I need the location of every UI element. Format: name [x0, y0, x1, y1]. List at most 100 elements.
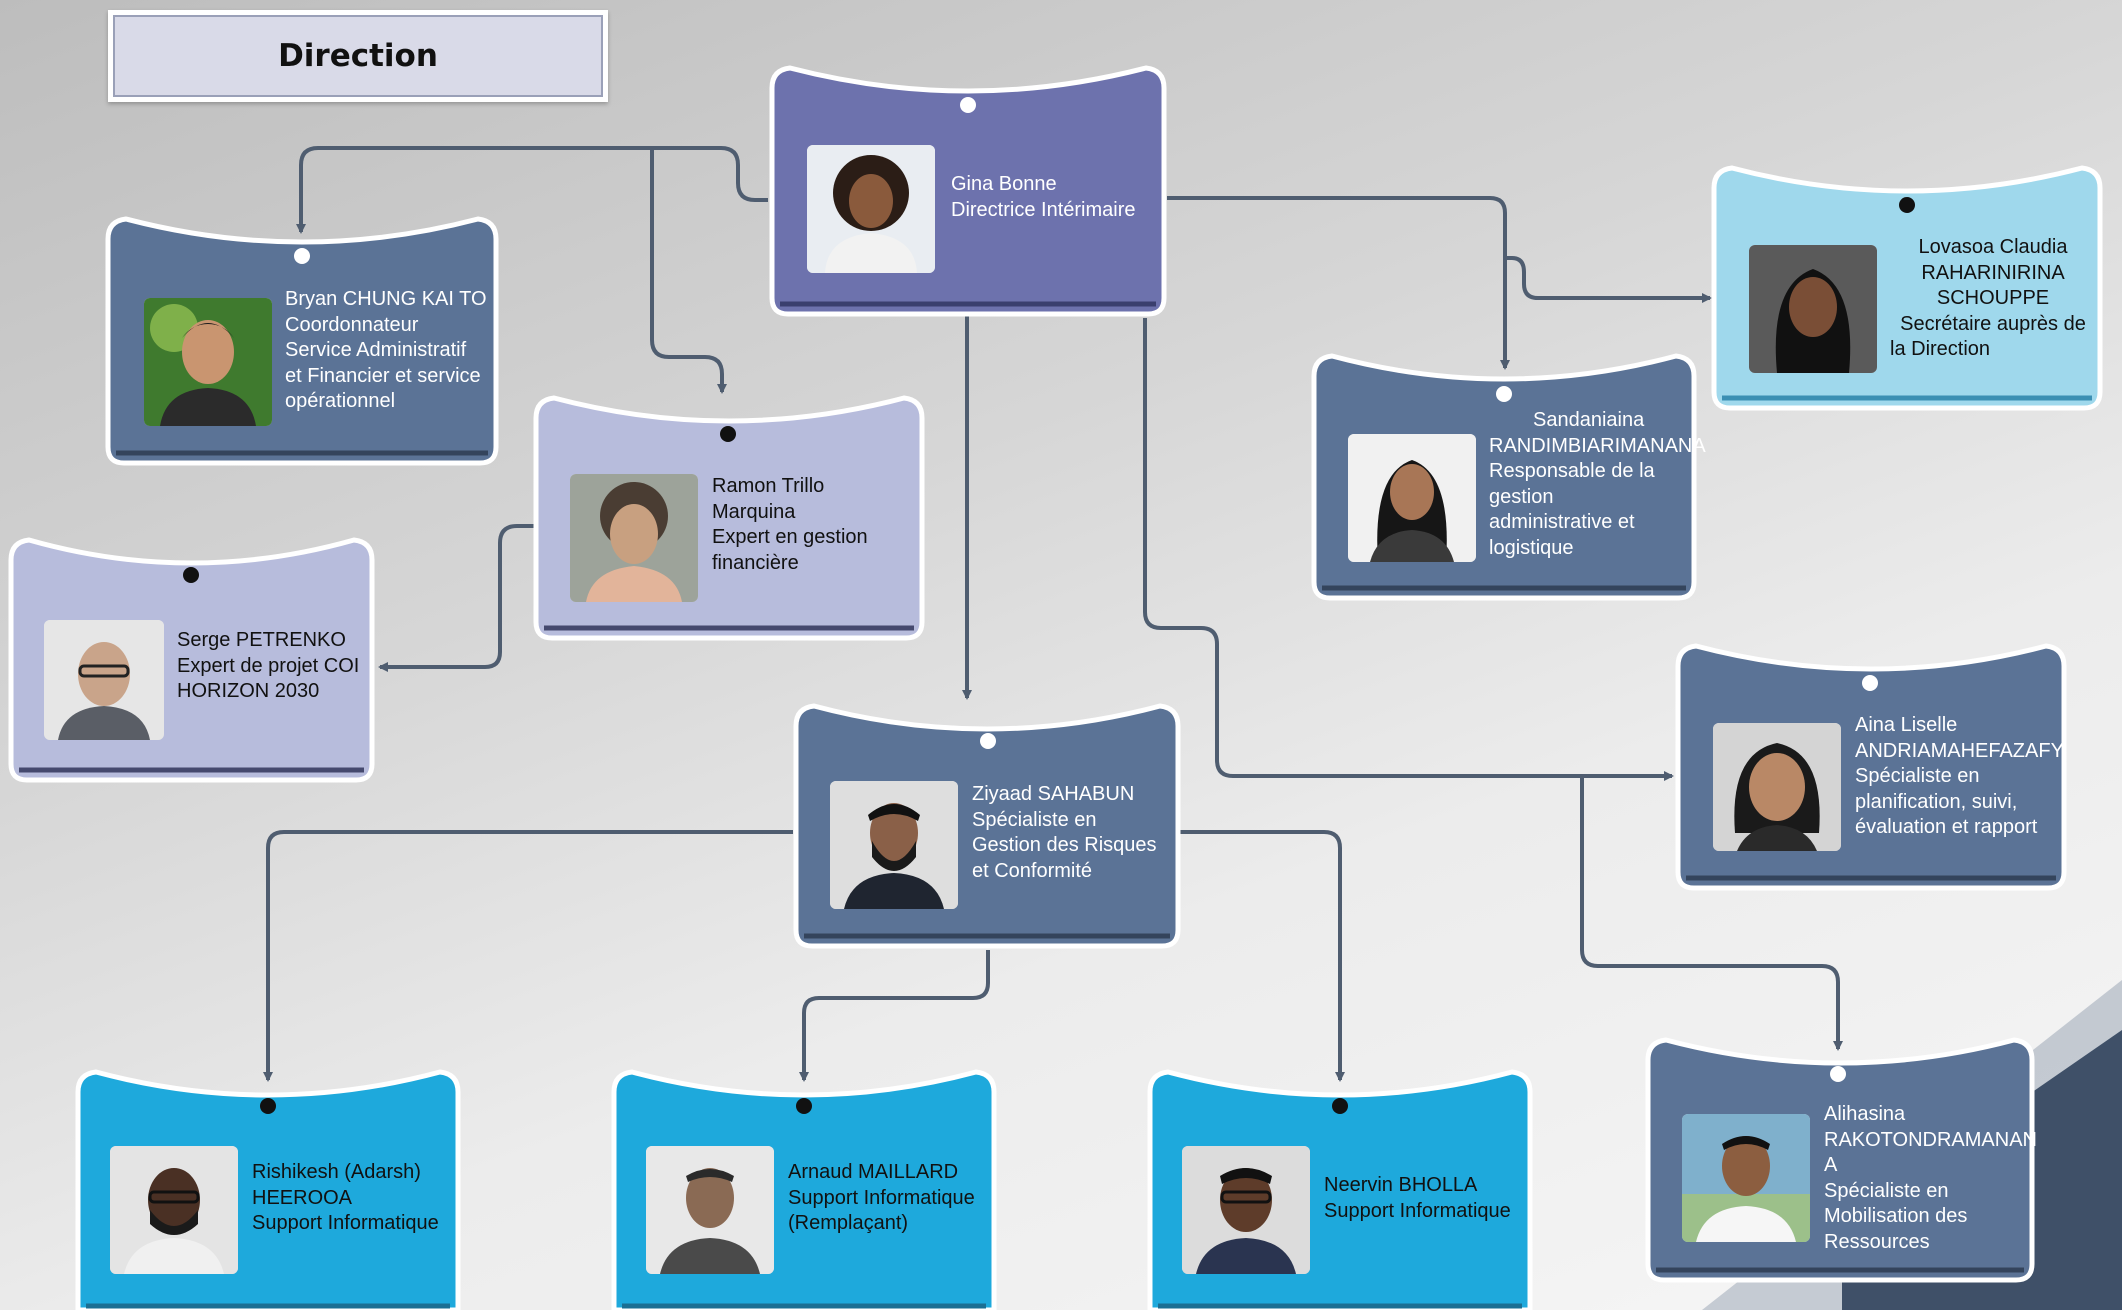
text-sandaniaina: Sandaniaina RANDIMBIARIMANANA Responsabl… — [1489, 408, 1706, 561]
photo-rishikesh-heerooa — [110, 1146, 238, 1274]
text-lovasoa-claudia: Lovasoa Claudia RAHARINIRINA SCHOUPPE Se… — [1890, 235, 2096, 363]
person-role-line: HEEROOA — [252, 1186, 353, 1209]
connector-dot — [1862, 675, 1878, 691]
text-neervin-bholla: Neervin BHOLLA Support Informatique — [1324, 1173, 1511, 1224]
person-role-line: Secrétaire auprès de — [1900, 312, 2086, 335]
person-role-line: et Conformité — [972, 859, 1093, 882]
person-name: Neervin BHOLLA — [1324, 1174, 1478, 1196]
connector-ziyaad-neervin — [1180, 830, 1345, 1082]
person-name: Lovasoa Claudia — [1918, 236, 2068, 258]
text-alihasina: Alihasina RAKOTONDRAMANAN A Spécialiste … — [1824, 1102, 2037, 1255]
person-role-line: SCHOUPPE — [1936, 287, 2050, 309]
photo-gina-bonne — [807, 145, 935, 273]
person-role-line: RANDIMBIARIMANANA — [1489, 434, 1706, 457]
connector-dot — [294, 248, 310, 264]
person-name: Sandaniaina — [1533, 409, 1645, 431]
person-role-line: Mobilisation des — [1824, 1205, 1968, 1227]
person-name: Alihasina — [1824, 1103, 1906, 1125]
text-ziyaad-sahabun: Ziyaad SAHABUN Spécialiste en Gestion de… — [972, 782, 1157, 884]
person-name: Arnaud MAILLARD — [788, 1161, 959, 1183]
person-role-line: Coordonnateur — [285, 313, 419, 336]
connector-dot — [720, 426, 736, 442]
photo-serge-petrenko — [44, 620, 164, 740]
connector-dot — [183, 567, 199, 583]
connector-dot — [1899, 197, 1915, 213]
photo-sandaniaina — [1348, 434, 1476, 562]
person-name: Rishikesh (Adarsh) — [252, 1161, 421, 1183]
card-alihasina[interactable]: Alihasina RAKOTONDRAMANAN A Spécialiste … — [1645, 1024, 2037, 1283]
card-lovasoa-claudia[interactable]: Lovasoa Claudia RAHARINIRINA SCHOUPPE Se… — [1711, 152, 2103, 411]
connector-dot — [260, 1098, 276, 1114]
person-role-line: ANDRIAMAHEFAZAFY — [1855, 739, 2064, 762]
person-role-line: et Financier et service — [285, 364, 481, 387]
text-rishikesh-heerooa: Rishikesh (Adarsh) HEEROOA Support Infor… — [252, 1160, 439, 1237]
person-name: Gina Bonne — [951, 173, 1057, 195]
card-sandaniaina[interactable]: Sandaniaina RANDIMBIARIMANANA Responsabl… — [1311, 340, 1706, 601]
person-name: Ziyaad SAHABUN — [972, 783, 1135, 805]
direction-title-box: Direction — [108, 10, 608, 102]
photo-alihasina — [1682, 1114, 1810, 1242]
person-role-line: Spécialiste en — [1824, 1179, 1949, 1202]
person-role-line: planification, suivi, — [1855, 790, 2018, 813]
card-arnaud-maillard[interactable]: Arnaud MAILLARD Support Informatique (Re… — [611, 1056, 997, 1310]
card-bryan-chung-kai-to[interactable]: Bryan CHUNG KAI TO Coordonnateur Service… — [105, 203, 499, 466]
person-role-line: Service Administratif — [285, 339, 467, 361]
person-role-line: évaluation et rapport — [1855, 816, 2038, 838]
person-role-line: Ressources — [1824, 1230, 1930, 1253]
person-role-line: gestion — [1489, 485, 1554, 508]
text-arnaud-maillard: Arnaud MAILLARD Support Informatique (Re… — [788, 1160, 975, 1237]
person-role-line: Spécialiste en — [1855, 765, 1980, 787]
card-serge-petrenko[interactable]: Serge PETRENKO Expert de projet COI HORI… — [8, 524, 375, 783]
connector-gina-lovasoa — [1505, 256, 1712, 303]
person-role-line: Spécialiste en — [972, 808, 1097, 831]
connector-dot — [1496, 386, 1512, 402]
person-role-line: RAHARINIRINA — [1921, 261, 2065, 284]
card-rishikesh-heerooa[interactable]: Rishikesh (Adarsh) HEEROOA Support Infor… — [75, 1056, 461, 1310]
card-neervin-bholla[interactable]: Neervin BHOLLA Support Informatique — [1147, 1056, 1533, 1310]
card-gina-bonne[interactable]: Gina Bonne Directrice Intérimaire — [769, 52, 1167, 317]
connector-ziyaad-rishikesh — [263, 830, 793, 1082]
person-role-line: Expert en gestion — [712, 526, 868, 548]
photo-aina-liselle — [1713, 723, 1841, 851]
person-role-line: Expert de projet COI — [177, 654, 360, 677]
connector-dot — [960, 97, 976, 113]
person-name: Bryan CHUNG KAI TO — [285, 288, 487, 310]
person-role-line: (Remplaçant) — [788, 1212, 909, 1234]
person-role-line: Responsable de la — [1489, 460, 1655, 482]
person-role-line: logistique — [1489, 536, 1574, 559]
card-aina-liselle[interactable]: Aina Liselle ANDRIAMAHEFAZAFY Spécialist… — [1675, 630, 2067, 891]
person-role-line: Marquina — [712, 500, 796, 523]
person-role-line: Gestion des Risques — [972, 834, 1157, 856]
connector-ramon-serge — [378, 524, 534, 672]
person-role-line: Support Informatique — [1324, 1199, 1511, 1222]
person-name: Serge PETRENKO — [177, 629, 346, 651]
card-ramon-trillo[interactable]: Ramon Trillo Marquina Expert en gestion … — [533, 382, 925, 641]
connector-dot — [1332, 1098, 1348, 1114]
text-bryan-chung-kai-to: Bryan CHUNG KAI TO Coordonnateur Service… — [285, 287, 487, 415]
photo-ramon-trillo — [570, 474, 698, 602]
photo-bryan-chung-kai-to — [144, 298, 272, 426]
person-role-line: Support Informatique — [252, 1212, 439, 1234]
connector-dot — [1830, 1066, 1846, 1082]
person-role-line: HORIZON 2030 — [177, 680, 320, 702]
photo-neervin-bholla — [1182, 1146, 1310, 1274]
connector-dot — [980, 733, 996, 749]
text-aina-liselle: Aina Liselle ANDRIAMAHEFAZAFY Spécialist… — [1855, 713, 2064, 841]
person-name: Ramon Trillo — [712, 475, 825, 497]
person-role-line: opérationnel — [285, 390, 396, 412]
text-gina-bonne: Gina Bonne Directrice Intérimaire — [951, 172, 1135, 223]
person-role-line: Directrice Intérimaire — [951, 198, 1136, 221]
person-role-line: RAKOTONDRAMANAN — [1824, 1128, 2037, 1151]
photo-lovasoa-claudia — [1749, 245, 1877, 373]
photo-arnaud-maillard — [646, 1146, 774, 1274]
connector-dot — [796, 1098, 812, 1114]
text-ramon-trillo: Ramon Trillo Marquina Expert en gestion … — [712, 474, 868, 576]
person-role-line: la Direction — [1890, 338, 1991, 360]
person-role-line: administrative et — [1489, 511, 1635, 533]
connector-gina-ramon — [650, 148, 727, 394]
card-ziyaad-sahabun[interactable]: Ziyaad SAHABUN Spécialiste en Gestion de… — [793, 690, 1181, 949]
person-role-line: A — [1824, 1154, 1838, 1176]
text-serge-petrenko: Serge PETRENKO Expert de projet COI HORI… — [177, 628, 359, 705]
person-role-line: Support Informatique — [788, 1186, 975, 1209]
page-title: Direction — [278, 38, 438, 74]
